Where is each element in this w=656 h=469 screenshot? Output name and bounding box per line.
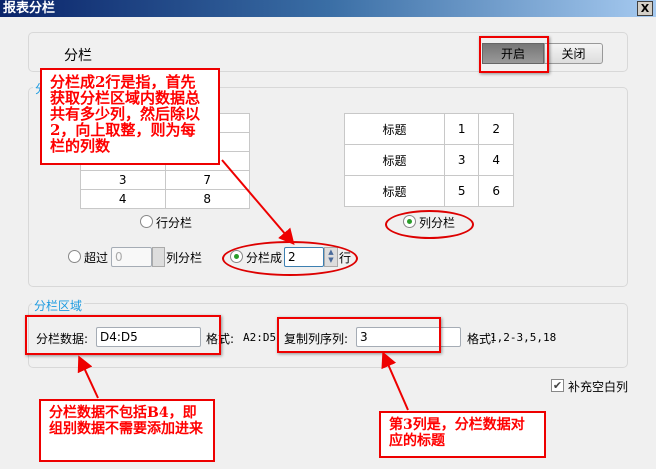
exceed-radio[interactable]	[68, 250, 81, 263]
row-split-radio[interactable]	[140, 215, 153, 228]
cell: 2	[478, 113, 514, 145]
layout-group	[28, 87, 628, 287]
data-label: 分栏数据:	[36, 332, 89, 346]
cell: 4	[478, 144, 514, 176]
data-input[interactable]: D4:D5	[96, 327, 201, 347]
fill-blank-checkbox[interactable]: ✔	[551, 379, 564, 392]
row-split-label: 行分栏	[156, 216, 193, 230]
exceed-suffix: 列分栏	[166, 251, 203, 265]
copy-cols-input[interactable]: 3	[356, 327, 461, 347]
off-button[interactable]: 关闭	[544, 43, 603, 64]
close-button[interactable]: X	[637, 1, 653, 16]
arrow-to-split-into	[221, 159, 295, 246]
highlight-copy-cols	[277, 317, 441, 353]
area-group-label: 分栏区域	[32, 297, 85, 314]
column-section-label: 分栏	[64, 48, 92, 64]
callout-data-range: 分栏数据不包括B4，即组别数据不需要添加进来	[39, 399, 215, 462]
data-format-example: A2:D5	[243, 331, 277, 344]
copy-cols-label: 复制列序列:	[284, 332, 349, 346]
arrow-to-data	[77, 355, 99, 399]
callout-copy-cols: 第3列是，分栏数据对应的标题	[379, 411, 546, 458]
copy-format-example: 1,2-3,5,18	[490, 331, 557, 344]
column-toggle-group	[28, 32, 628, 72]
cell: 标题	[344, 144, 445, 176]
cell: 4	[80, 189, 166, 209]
cell: 8	[164, 189, 250, 209]
exceed-input[interactable]: 0	[111, 247, 152, 267]
cell: 5	[443, 175, 480, 207]
arrow-to-copy-cols	[381, 351, 409, 411]
on-button[interactable]: 开启	[482, 43, 544, 64]
fill-blank-label: 补充空白列	[568, 380, 629, 394]
cell: 1	[443, 113, 480, 145]
exceed-spinner[interactable]	[152, 247, 165, 267]
cell: 标题	[344, 175, 445, 207]
highlight-on-button	[479, 36, 549, 73]
callout-split-rows: 分栏成2行是指，首先获取分栏区域内数据总共有多少列，然后除以2，向上取整，则为每…	[40, 68, 220, 165]
window-title: 报表分栏	[3, 1, 56, 16]
title-bar	[0, 0, 656, 17]
area-group	[28, 303, 628, 368]
highlight-data	[25, 315, 221, 355]
highlight-col-split	[385, 210, 474, 239]
copy-format-label: 格式:	[467, 332, 496, 346]
cell: 6	[478, 175, 514, 207]
exceed-label: 超过	[84, 251, 109, 265]
